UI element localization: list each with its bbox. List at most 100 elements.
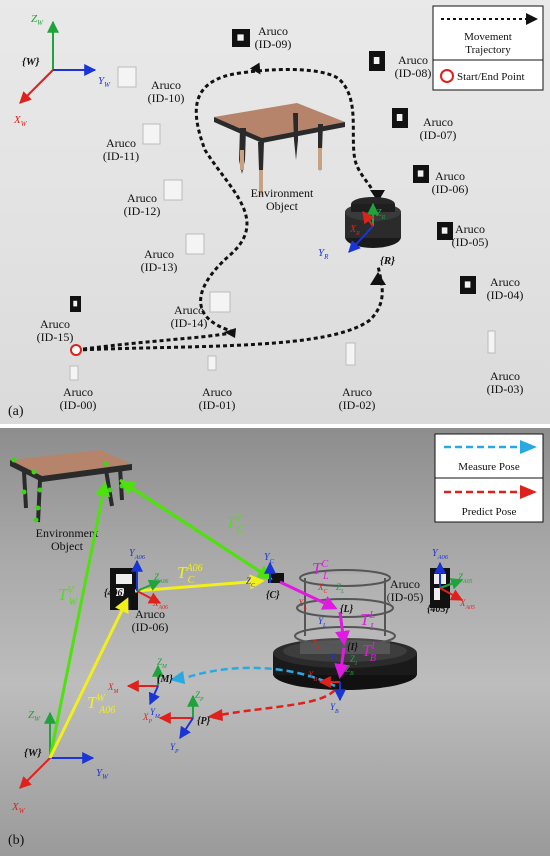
axis-x-a05: XA05 — [459, 598, 475, 611]
aruco-id: (ID-01) — [199, 398, 236, 412]
axis-z-a06: ZA06 — [154, 572, 169, 585]
frame-i-label: {I} — [347, 642, 358, 653]
aruco-title: Aruco — [455, 222, 485, 236]
aruco-title: Aruco — [40, 317, 70, 331]
svg-text:XW: XW — [11, 801, 26, 815]
frame-axes — [126, 559, 464, 740]
aruco-id: (ID-06) — [432, 182, 469, 196]
axis-x-i: XI — [311, 638, 321, 651]
axis-x-c: XC — [317, 582, 328, 595]
axis-y-b: YB — [330, 702, 339, 715]
axis-z-m: ZM — [157, 657, 168, 670]
world-frame-label: {W} — [22, 56, 40, 68]
aruco-id: (ID-00) — [60, 398, 97, 412]
svg-text:XW: XW — [13, 114, 28, 128]
axis-x-a06: XA06 — [152, 598, 168, 611]
aruco-id: (ID-08) — [395, 66, 432, 80]
aruco-title: Aruco — [490, 275, 520, 289]
aruco-id: (ID-14) — [171, 316, 208, 330]
aruco-marker-02: Aruco(ID-02) — [339, 342, 376, 412]
aruco-title: Aruco — [258, 24, 288, 38]
axis-z-c: ZC — [246, 576, 255, 589]
svg-text:(ID-06): (ID-06) — [132, 620, 169, 634]
aruco-marker-14: Aruco(ID-14) — [171, 291, 231, 330]
legend-b: Measure Pose Predict Pose — [434, 433, 544, 523]
svg-text:ZR: ZR — [376, 208, 386, 221]
svg-text:{405}: {405} — [427, 604, 449, 615]
aruco-title: Aruco — [398, 53, 428, 67]
axis-x-p: XP — [142, 712, 153, 725]
aruco-title: Aruco — [423, 115, 453, 129]
aruco-marker-13: Aruco(ID-13) — [141, 233, 205, 274]
aruco-title: Aruco — [435, 169, 465, 183]
aruco-id: (ID-02) — [339, 398, 376, 412]
aruco-marker-11: Aruco(ID-11) — [103, 123, 161, 163]
aruco-marker-08: Aruco(ID-08) — [369, 51, 431, 80]
axis-z-b: ZB — [345, 664, 354, 677]
axis-y-c: YC — [264, 552, 275, 565]
axis-x-b: XB — [307, 670, 318, 683]
panel-b-labels: YA06ZA06XA06YCZC{C}YA06ZA05XA05ZLXLYL{L}… — [58, 513, 475, 755]
aruco-title: Aruco — [490, 369, 520, 383]
axis-y-i: YI — [330, 652, 338, 665]
axis-y-l: YL — [318, 616, 326, 629]
aruco-id: (ID-09) — [255, 37, 292, 51]
panel-b-label: (b) — [8, 833, 25, 848]
aruco-markers: Aruco(ID-00)Aruco(ID-01)Aruco(ID-02)Aruc… — [37, 24, 524, 412]
axis-y-a05: YA06 — [432, 548, 449, 561]
aruco-title: Aruco — [151, 78, 181, 92]
axis-y-a06: YA06 — [129, 548, 146, 561]
aruco-marker-04: Aruco(ID-04) — [460, 275, 523, 302]
svg-text:YW: YW — [98, 75, 111, 89]
aruco-title: Aruco — [144, 247, 174, 261]
aruco-id: (ID-03) — [487, 382, 524, 396]
aruco-id: (ID-11) — [103, 149, 139, 163]
world-frame-b: ZW YW XW {W} — [11, 709, 109, 815]
aruco-marker-01: Aruco(ID-01) — [199, 355, 236, 412]
svg-text:ZW: ZW — [28, 709, 41, 723]
svg-text:{W}: {W} — [24, 747, 42, 759]
svg-text:Aruco: Aruco — [390, 577, 420, 591]
robot-a: YR XR ZR {R} — [318, 197, 401, 267]
svg-text:YW: YW — [96, 767, 109, 781]
frame-l-label: {L} — [340, 604, 354, 615]
legend-predict-label: Predict Pose — [462, 506, 517, 518]
aruco-marker-05: {405} Aruco (ID-05) — [387, 568, 450, 615]
svg-text:Aruco: Aruco — [135, 607, 165, 621]
svg-text:ZW: ZW — [31, 13, 44, 27]
aruco-marker-00: Aruco(ID-00) — [60, 365, 97, 412]
aruco-id: (ID-10) — [148, 91, 185, 105]
aruco-marker-03: Aruco(ID-03) — [487, 330, 524, 396]
aruco-marker-09: Aruco(ID-09) — [232, 24, 291, 51]
frame-m-label: {M} — [157, 674, 173, 685]
aruco-marker-06: Aruco(ID-06) — [413, 165, 468, 196]
robot-frame-label: {R} — [380, 255, 395, 267]
frame-b-label: {B} — [352, 678, 366, 689]
aruco-title: Aruco — [63, 385, 93, 399]
trajectory — [70, 62, 386, 356]
aruco-title: Aruco — [106, 136, 136, 150]
aruco-id: (ID-05) — [452, 235, 489, 249]
axis-x-m: XM — [107, 682, 120, 695]
legend-start-label: Start/End Point — [457, 71, 525, 83]
svg-text:(ID-05): (ID-05) — [387, 590, 424, 604]
aruco-marker-07: Aruco(ID-07) — [392, 108, 456, 142]
aruco-marker-05: Aruco(ID-05) — [437, 222, 488, 249]
aruco-marker-10: Aruco(ID-10) — [117, 66, 185, 105]
axis-x-l: XL — [297, 598, 307, 611]
axis-z-l: ZL — [336, 582, 344, 595]
axis-y-m: YM — [150, 707, 161, 720]
aruco-title: Aruco — [174, 303, 204, 317]
